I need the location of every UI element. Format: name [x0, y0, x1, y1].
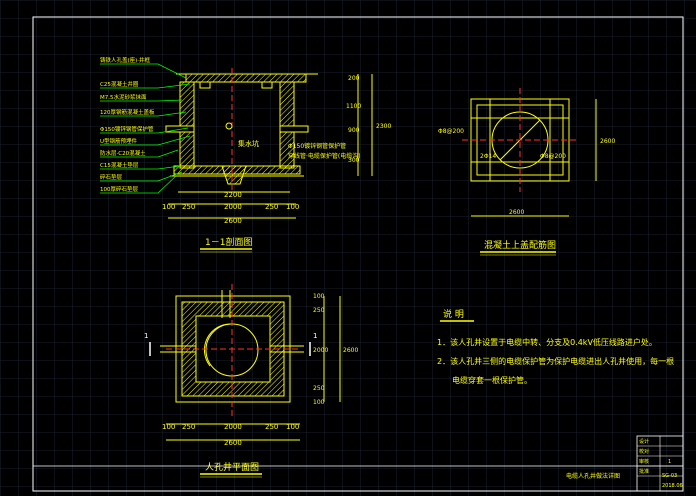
dim-bottom-1: 250 — [182, 203, 195, 211]
tb-date: 2018.06 — [662, 483, 683, 489]
plan-dim-bottom-0: 100 — [162, 423, 175, 431]
section-label: 防水层·C20混凝土 — [100, 149, 146, 157]
plan-dim-total: 2600 — [224, 439, 242, 447]
leader-line — [100, 63, 187, 79]
leader-line — [100, 99, 183, 102]
sump-pit — [221, 165, 247, 185]
note-line-3: 电缆穿套一根保护管。 — [452, 375, 532, 385]
dim-total: 2600 — [224, 217, 242, 225]
section-label: 100厚碎石垫层 — [100, 185, 138, 193]
tb-row-2: 审核 — [639, 458, 649, 465]
step-mark — [225, 122, 233, 130]
slab-label-bar: 2Φ14 — [480, 153, 496, 160]
dim-right-3: 300 — [348, 157, 360, 164]
slab-dim-bottom: 2600 — [509, 209, 524, 216]
dim-right-2: 900 — [348, 127, 360, 134]
section-label: 120厚钢筋混凝土盖板 — [100, 108, 155, 116]
plan-dim-bottom-3: 250 — [265, 423, 278, 431]
plan-title: 人孔井平面图 — [205, 461, 259, 473]
section-label: M7.5水泥砂浆抹面 — [100, 93, 147, 101]
drawing-frame — [32, 16, 684, 492]
dim-bottom-2: 2000 — [224, 203, 242, 211]
note-line-1: 1．该人孔井设置于电缆中转、分支及0.4kV低压线路进户处。 — [437, 337, 657, 347]
leader-line — [100, 165, 181, 170]
right-note-1: Φ150镀锌钢管保护管 — [288, 142, 346, 150]
section-label: U型钢筋预埋件 — [100, 137, 138, 145]
leader-line — [100, 171, 183, 182]
dim-right-total: 2300 — [376, 123, 391, 130]
plan-dim-bottom-1: 250 — [182, 423, 195, 431]
note-line-2: 2．该人孔井三侧的电缆保护管为保护电缆进出人孔井使用，每一根 — [437, 356, 674, 366]
manhole-frame-left — [199, 81, 211, 89]
leader-line — [100, 83, 191, 89]
section-label: C25混凝土井圈 — [100, 80, 139, 88]
dim-bottom-3: 250 — [265, 203, 278, 211]
notes-heading: 说 明 — [443, 308, 464, 320]
pipe-right — [279, 125, 309, 133]
section-view: 铸铁人孔盖(座)·井框 C25混凝土井圈 M7.5水泥砂浆抹面 120厚钢筋混凝土盖板… — [100, 56, 391, 253]
section-label: C15混凝土垫层 — [100, 161, 139, 169]
plan-dim-right-4: 100 — [313, 399, 325, 406]
plan-dim-right-0: 100 — [313, 293, 325, 300]
leader-line — [100, 111, 187, 117]
dim-right-0: 200 — [348, 75, 360, 82]
section-label: 碎石垫层 — [100, 173, 123, 181]
tb-sheet: 1 — [668, 459, 671, 465]
leader-line — [100, 175, 177, 194]
dim-bottom-4: 100 — [286, 203, 299, 211]
plan-dim-right-2: 2000 — [313, 347, 328, 354]
plan-dim-right-total: 2600 — [343, 347, 358, 354]
dim-sub: 2200 — [224, 191, 242, 199]
slab-view: Φ8@200 Φ8@200 2Φ14 2600 2600 混凝土上盖配筋图 — [438, 88, 615, 256]
section-label: Φ150镀锌钢管保护管 — [100, 125, 154, 133]
plan-dim-bottom-2: 2000 — [224, 423, 242, 431]
tb-row-1: 校对 — [639, 448, 649, 455]
section-leader-lines — [100, 63, 191, 194]
leader-line — [100, 135, 191, 146]
manhole-frame-right — [261, 81, 273, 89]
section-title: 1－1剖面图 — [205, 236, 252, 248]
tb-row-0: 设计 — [639, 438, 649, 445]
sump-label: 集水坑 — [238, 139, 259, 148]
left-wall — [179, 81, 195, 169]
plan-dim-right-1: 250 — [313, 307, 325, 314]
section-label: 铸铁人孔盖(座)·井框 — [100, 56, 151, 64]
slab-title: 混凝土上盖配筋图 — [484, 239, 556, 251]
slab-label-right: Φ8@200 — [540, 153, 566, 160]
slab-dim-right: 2600 — [600, 138, 615, 145]
right-note-2: 穿线管·电缆保护管(电缆沟) — [288, 152, 361, 160]
plan-dim-right-3: 250 — [313, 385, 325, 392]
section-labels: 铸铁人孔盖(座)·井框 C25混凝土井圈 M7.5水泥砂浆抹面 120厚钢筋混凝土盖板… — [100, 56, 155, 193]
tb-drawing-name: 电缆人孔井做法详图 — [566, 472, 620, 480]
slab-label-left: Φ8@200 — [438, 128, 464, 135]
top-slab — [185, 73, 307, 83]
plan-view: 1 1 100 250 2000 250 100 2600 100 250 20… — [144, 284, 358, 478]
notes: 说 明 1．该人孔井设置于电缆中转、分支及0.4kV低压线路进户处。 2．该人孔… — [437, 308, 674, 385]
tb-row-3: 批准 — [639, 468, 649, 475]
plan-dim-bottom-4: 100 — [286, 423, 299, 431]
tb-number: SG-03 — [662, 473, 677, 479]
section-mark-label-right: 1 — [313, 332, 317, 340]
leader-line — [100, 127, 189, 134]
dim-bottom-0: 100 — [162, 203, 175, 211]
dim-right-1: 1100 — [346, 103, 361, 110]
title-block: 设计 校对 审核 批准 1 SG-03 2018.06 电缆人孔井做法详图 — [33, 435, 684, 492]
section-mark-label-left: 1 — [144, 332, 148, 340]
leader-line — [100, 149, 179, 158]
